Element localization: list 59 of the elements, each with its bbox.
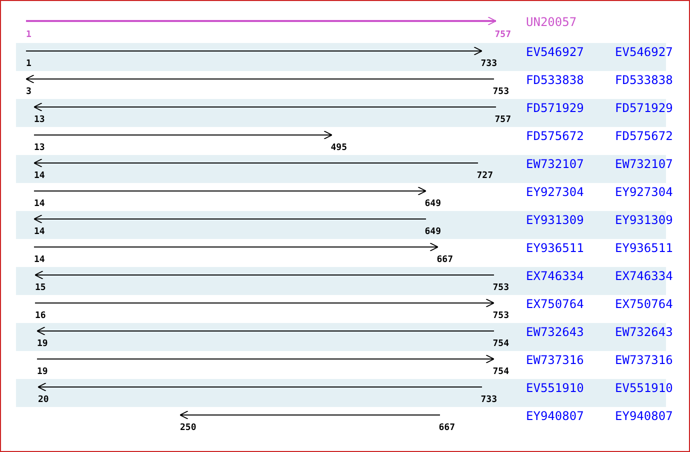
sequence-id: EW732107 <box>615 158 673 170</box>
sequence-id: FD571929 <box>615 102 673 114</box>
position-number: 3 <box>26 88 32 97</box>
position-number: 14 <box>34 228 45 237</box>
sequence-id: EY940807 <box>526 410 584 422</box>
position-number: 19 <box>37 368 48 377</box>
sequence-id: FD575672 <box>526 130 584 142</box>
position-number: 19 <box>37 340 48 349</box>
sequence-id: EX746334 <box>615 270 673 282</box>
position-number: 14 <box>34 256 45 265</box>
sequence-id: EX750764 <box>526 298 584 310</box>
position-number: 13 <box>34 144 45 153</box>
sequence-id: EV546927 <box>615 46 673 58</box>
sequence-id: EX746334 <box>526 270 584 282</box>
sequence-id: EW732107 <box>526 158 584 170</box>
sequence-id: EY927304 <box>615 186 673 198</box>
sequence-id: EY940807 <box>615 410 673 422</box>
position-number: 757 <box>494 31 511 40</box>
position-number: 727 <box>476 172 493 181</box>
position-number: 733 <box>480 396 497 405</box>
position-number: 649 <box>424 228 441 237</box>
sequence-id: EY936511 <box>526 242 584 254</box>
sequence-id: FD533838 <box>526 74 584 86</box>
sequence-id: EY927304 <box>526 186 584 198</box>
position-number: 14 <box>34 200 45 209</box>
position-number: 667 <box>438 424 455 433</box>
sequence-id: FD571929 <box>526 102 584 114</box>
position-number: 13 <box>34 116 45 125</box>
sequence-id: EW732643 <box>526 326 584 338</box>
position-number: 757 <box>494 116 511 125</box>
position-number: 667 <box>436 256 453 265</box>
position-number: 753 <box>492 88 509 97</box>
sequence-id: EY936511 <box>615 242 673 254</box>
sequence-id: FD575672 <box>615 130 673 142</box>
position-number: 733 <box>480 60 497 69</box>
position-number: 15 <box>35 284 46 293</box>
position-number: 250 <box>180 424 196 433</box>
sequence-id: EV551910 <box>526 382 584 394</box>
sequence-id: EY931309 <box>526 214 584 226</box>
sequence-id: EW732643 <box>615 326 673 338</box>
sequence-id: EV551910 <box>615 382 673 394</box>
position-number: 20 <box>38 396 49 405</box>
position-number: 14 <box>34 172 45 181</box>
sequence-id: UN20057 <box>526 16 577 28</box>
position-number: 754 <box>492 368 509 377</box>
position-number: 649 <box>424 200 441 209</box>
sequence-id: EV546927 <box>526 46 584 58</box>
position-number: 753 <box>492 284 509 293</box>
sequence-id: FD533838 <box>615 74 673 86</box>
sequence-id: EW737316 <box>526 354 584 366</box>
sequence-id: EW737316 <box>615 354 673 366</box>
position-number: 1 <box>26 31 32 40</box>
position-number: 1 <box>26 60 32 69</box>
position-number: 16 <box>35 312 46 321</box>
position-number: 753 <box>492 312 509 321</box>
sequence-id: EX750764 <box>615 298 673 310</box>
position-number: 754 <box>492 340 509 349</box>
sequence-id: EY931309 <box>615 214 673 226</box>
position-number: 495 <box>330 144 347 153</box>
